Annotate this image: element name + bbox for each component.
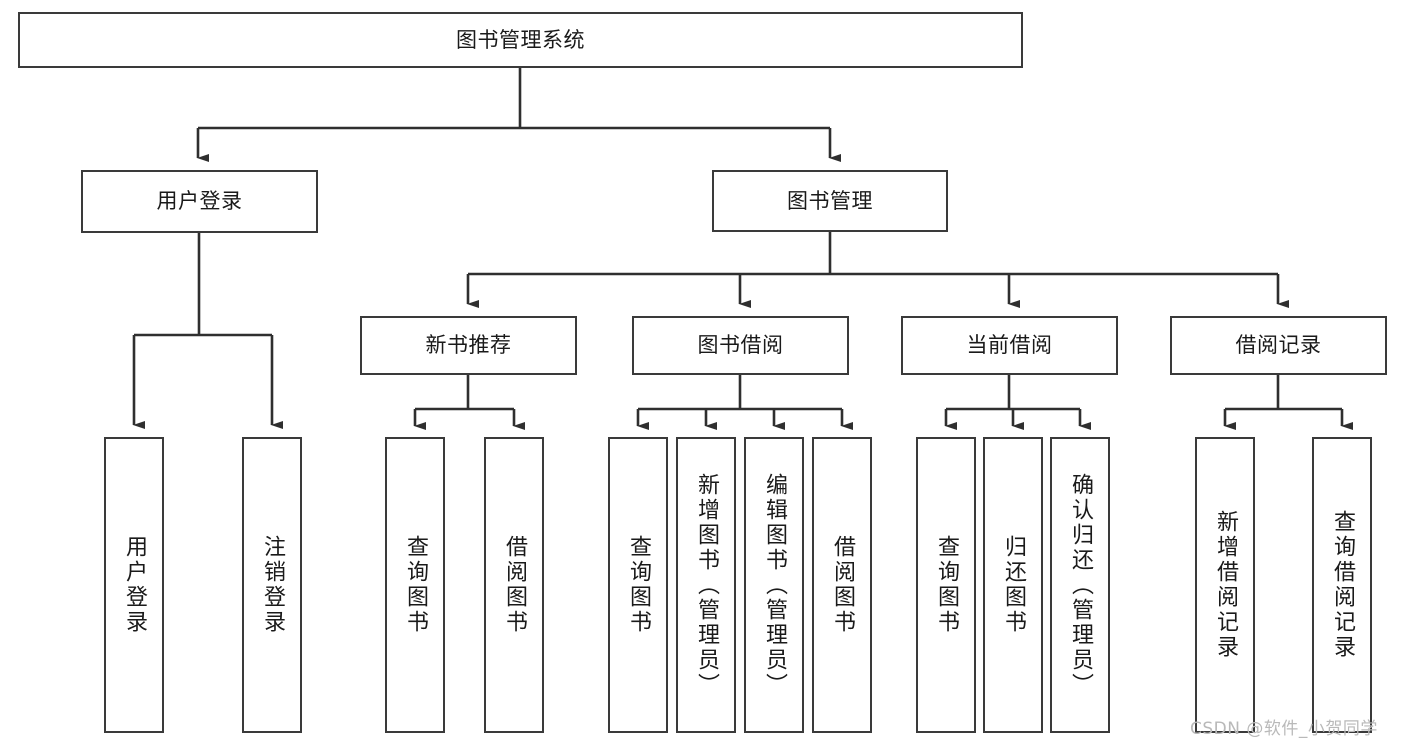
node-new-book-recommend-label: 新书推荐 <box>425 333 512 358</box>
leaf-new-book-query-label: 查询图书 <box>403 535 428 635</box>
csdn-watermark: CSDN @软件_小贺同学 <box>1190 719 1378 739</box>
leaf-record-query-label: 查询借阅记录 <box>1330 510 1355 660</box>
node-book-borrow[interactable]: 图书借阅 <box>632 316 849 375</box>
leaf-new-book-borrow-label: 借阅图书 <box>502 535 527 635</box>
node-user-login[interactable]: 用户登录 <box>81 170 318 233</box>
leaf-borrow-query-book-label: 查询图书 <box>626 535 651 635</box>
node-new-book-recommend[interactable]: 新书推荐 <box>360 316 577 375</box>
leaf-user-login-logout-label: 注销登录 <box>260 535 285 635</box>
node-book-management[interactable]: 图书管理 <box>712 170 948 232</box>
leaf-current-query-book-label: 查询图书 <box>934 535 959 635</box>
leaf-borrow-edit-book[interactable]: 编辑图书（管理员） <box>744 437 804 733</box>
leaf-current-confirm-return-label: 确认归还（管理员） <box>1068 472 1093 698</box>
leaf-user-login-login[interactable]: 用户登录 <box>104 437 164 733</box>
leaf-user-login-login-label: 用户登录 <box>122 535 147 635</box>
leaf-user-login-logout[interactable]: 注销登录 <box>242 437 302 733</box>
leaf-record-query[interactable]: 查询借阅记录 <box>1312 437 1372 733</box>
node-book-management-label: 图书管理 <box>787 188 873 213</box>
leaf-borrow-borrow-book-label: 借阅图书 <box>830 535 855 635</box>
leaf-new-book-query[interactable]: 查询图书 <box>385 437 445 733</box>
leaf-current-return-book[interactable]: 归还图书 <box>983 437 1043 733</box>
leaf-borrow-query-book[interactable]: 查询图书 <box>608 437 668 733</box>
leaf-current-return-book-label: 归还图书 <box>1001 535 1026 635</box>
leaf-borrow-add-book-label: 新增图书（管理员） <box>694 472 719 698</box>
node-root[interactable]: 图书管理系统 <box>18 12 1023 68</box>
node-current-borrow-label: 当前借阅 <box>966 333 1053 358</box>
node-book-borrow-label: 图书借阅 <box>697 333 784 358</box>
leaf-current-query-book[interactable]: 查询图书 <box>916 437 976 733</box>
node-current-borrow[interactable]: 当前借阅 <box>901 316 1118 375</box>
leaf-new-book-borrow[interactable]: 借阅图书 <box>484 437 544 733</box>
leaf-record-add-label: 新增借阅记录 <box>1213 510 1238 660</box>
leaf-borrow-borrow-book[interactable]: 借阅图书 <box>812 437 872 733</box>
leaf-borrow-add-book[interactable]: 新增图书（管理员） <box>676 437 736 733</box>
leaf-record-add[interactable]: 新增借阅记录 <box>1195 437 1255 733</box>
leaf-current-confirm-return[interactable]: 确认归还（管理员） <box>1050 437 1110 733</box>
node-borrow-record-label: 借阅记录 <box>1235 333 1322 358</box>
node-borrow-record[interactable]: 借阅记录 <box>1170 316 1387 375</box>
node-root-label: 图书管理系统 <box>456 27 585 52</box>
node-user-login-label: 用户登录 <box>156 189 243 214</box>
leaf-borrow-edit-book-label: 编辑图书（管理员） <box>762 472 787 698</box>
